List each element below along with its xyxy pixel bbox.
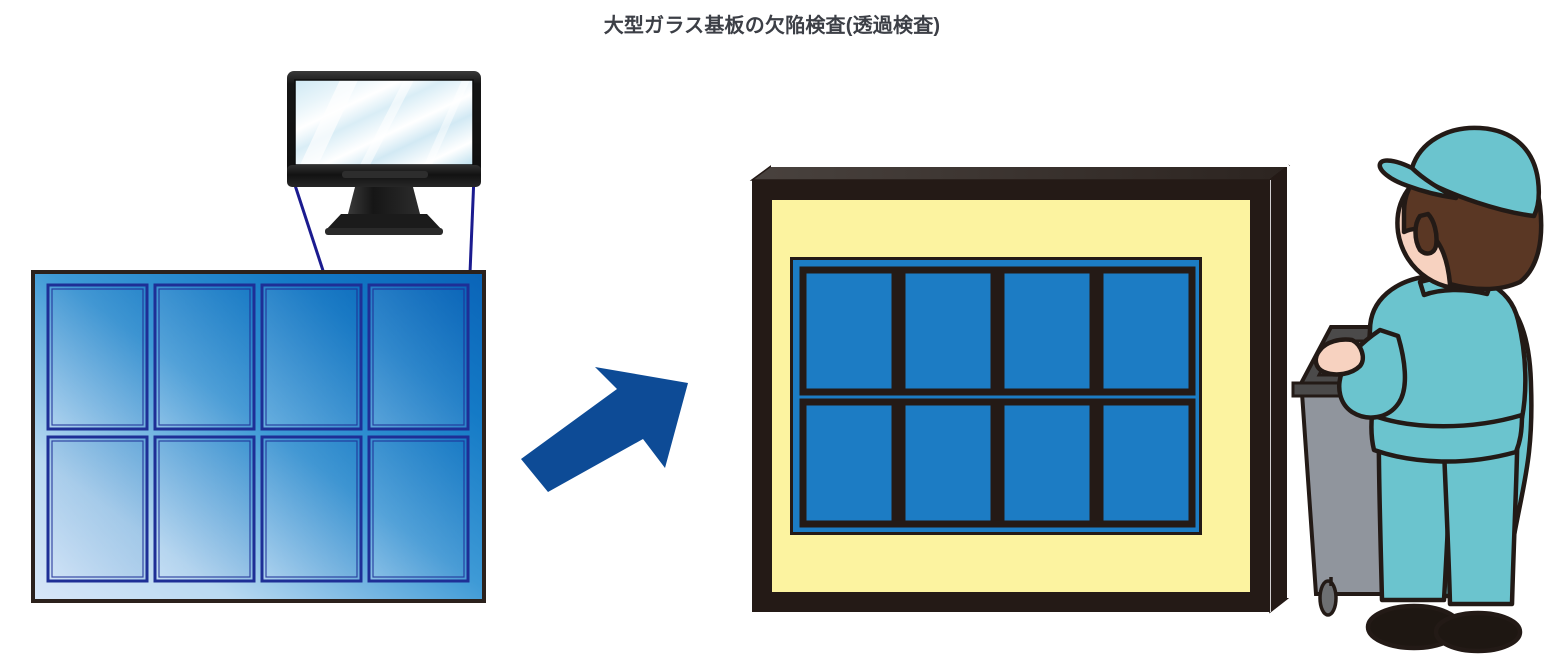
backlight-inspection-box	[749, 164, 1291, 614]
operator-cap	[1409, 125, 1542, 219]
glass-cell	[260, 283, 363, 431]
glass-cell	[46, 283, 149, 431]
screen-gloss	[300, 80, 470, 165]
glass-cell	[153, 435, 256, 583]
glass-cell	[367, 435, 470, 583]
inspection-cell-grid	[799, 266, 1196, 528]
inspection-cell	[799, 398, 899, 528]
left-scene	[31, 71, 486, 603]
operator-cap-brim	[1377, 158, 1459, 201]
monitor	[287, 71, 481, 235]
glass-cell	[367, 283, 470, 431]
inspection-cell	[997, 266, 1097, 396]
operator-hand	[1313, 337, 1365, 377]
process-arrow	[521, 367, 688, 492]
glass-cell	[260, 435, 363, 583]
inspection-operator	[1313, 125, 1544, 654]
glass-cell	[153, 283, 256, 431]
inspection-cell	[997, 398, 1097, 528]
glass-cell	[46, 435, 149, 583]
caster-wheel	[1318, 579, 1338, 617]
inspection-cell	[1096, 266, 1196, 396]
inspection-cell	[898, 398, 998, 528]
large-glass-substrate	[31, 270, 486, 603]
inspection-cell	[1096, 398, 1196, 528]
right-scene	[749, 125, 1544, 654]
inspection-cell	[898, 266, 998, 396]
inspection-cell	[799, 266, 899, 396]
page-title: 大型ガラス基板の欠陥検査(透過検査)	[603, 15, 941, 37]
operator-shoe-far	[1433, 610, 1523, 654]
